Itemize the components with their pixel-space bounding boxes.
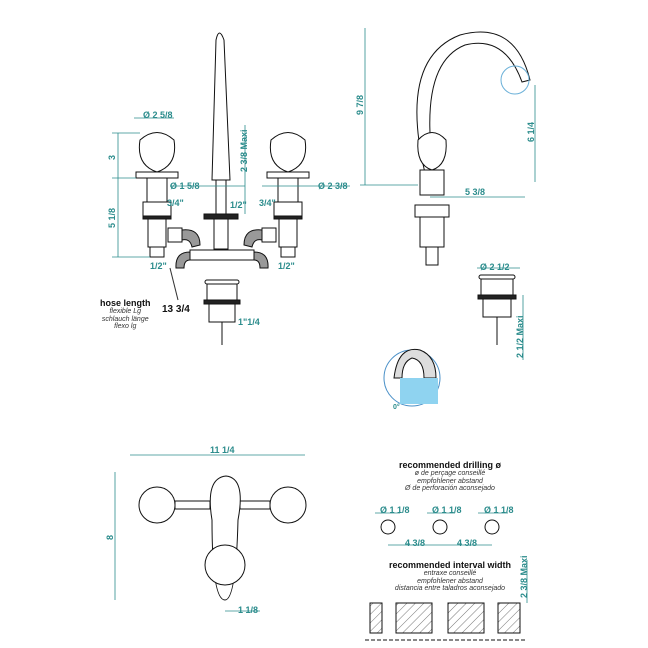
hole-spacing-2: 4 3/8 (457, 538, 478, 548)
drain-max-label: 2 1/2 Maxi (515, 315, 525, 358)
drain-diameter-label: Ø 2 1/2 (480, 262, 510, 272)
body-height-label: 5 1/8 (107, 207, 117, 228)
drilling-legend: recommended drilling ø ø de perçage cons… (385, 460, 515, 493)
detail-circle (383, 348, 441, 407)
base-label: 1 1/8 (238, 605, 259, 615)
depth-label: 8 (105, 534, 115, 540)
hole-spacing-1: 4 3/8 (405, 538, 426, 548)
knob-diameter-label: Ø 2 5/8 (143, 110, 173, 120)
hose-leader (169, 267, 179, 301)
interval-legend: recommended interval width entraxe conse… (385, 560, 515, 593)
front-view-faucet (135, 32, 310, 345)
interval-fr: entraxe conseillé (423, 570, 477, 578)
inlet-right-label: 1/2" (278, 261, 295, 271)
hole-diameter-3: Ø 1 1/8 (484, 505, 514, 515)
hose-length-de: schlauch länge (101, 315, 149, 323)
angle-label: 0° (393, 404, 400, 411)
spout-reach-label: 5 3/8 (465, 187, 486, 197)
hose-length-es: flexo lg (114, 323, 137, 331)
interval-title: recommended interval width (388, 560, 512, 570)
drilling-holes (380, 519, 500, 535)
flange-diameter-label: Ø 2 3/8 (318, 181, 348, 191)
knob-height-label: 3 (107, 154, 117, 160)
interval-max-label: 2 3/8 Maxi (519, 555, 529, 598)
deck-section (369, 602, 521, 634)
interval-de: empfohlener abstand (417, 577, 483, 585)
drilling-es: Ø de perforación aconsejado (405, 485, 495, 493)
drilling-fr: ø de perçage conseillé (414, 470, 486, 478)
hose-length-title: hose length (100, 298, 151, 308)
spout-thread-label: 1/2" (230, 200, 247, 210)
valve-thread-left-label: 3/4" (167, 198, 184, 208)
drain-thread-label: 1"1/4 (238, 317, 260, 327)
hole-diameter-2: Ø 1 1/8 (432, 505, 462, 515)
side-view-faucet (414, 31, 531, 345)
drilling-de: empfohlener abstand (417, 477, 483, 485)
hole-diameter-1: Ø 1 1/8 (380, 505, 410, 515)
width-label: 11 1/4 (210, 445, 235, 455)
interval-es: distancia entre taladros aconsejado (394, 585, 506, 593)
hose-length-legend: hose length flexible Lg schlauch länge f… (100, 298, 151, 331)
spout-height-label: 6 1/4 (526, 121, 536, 142)
spout-base-diameter-label: Ø 1 5/8 (170, 181, 200, 191)
dimension-lines (112, 28, 536, 612)
inlet-left-label: 1/2" (150, 261, 167, 271)
valve-thread-right-label: 3/4" (259, 198, 276, 208)
deck-max-label: 2 3/8 Maxi (239, 129, 249, 172)
hose-length-fr: flexible Lg (109, 308, 142, 316)
total-height-label: 9 7/8 (355, 94, 365, 115)
top-view (138, 475, 307, 601)
hose-length-value: 13 3/4 (162, 304, 190, 315)
drilling-title: recommended drilling ø (398, 460, 501, 470)
